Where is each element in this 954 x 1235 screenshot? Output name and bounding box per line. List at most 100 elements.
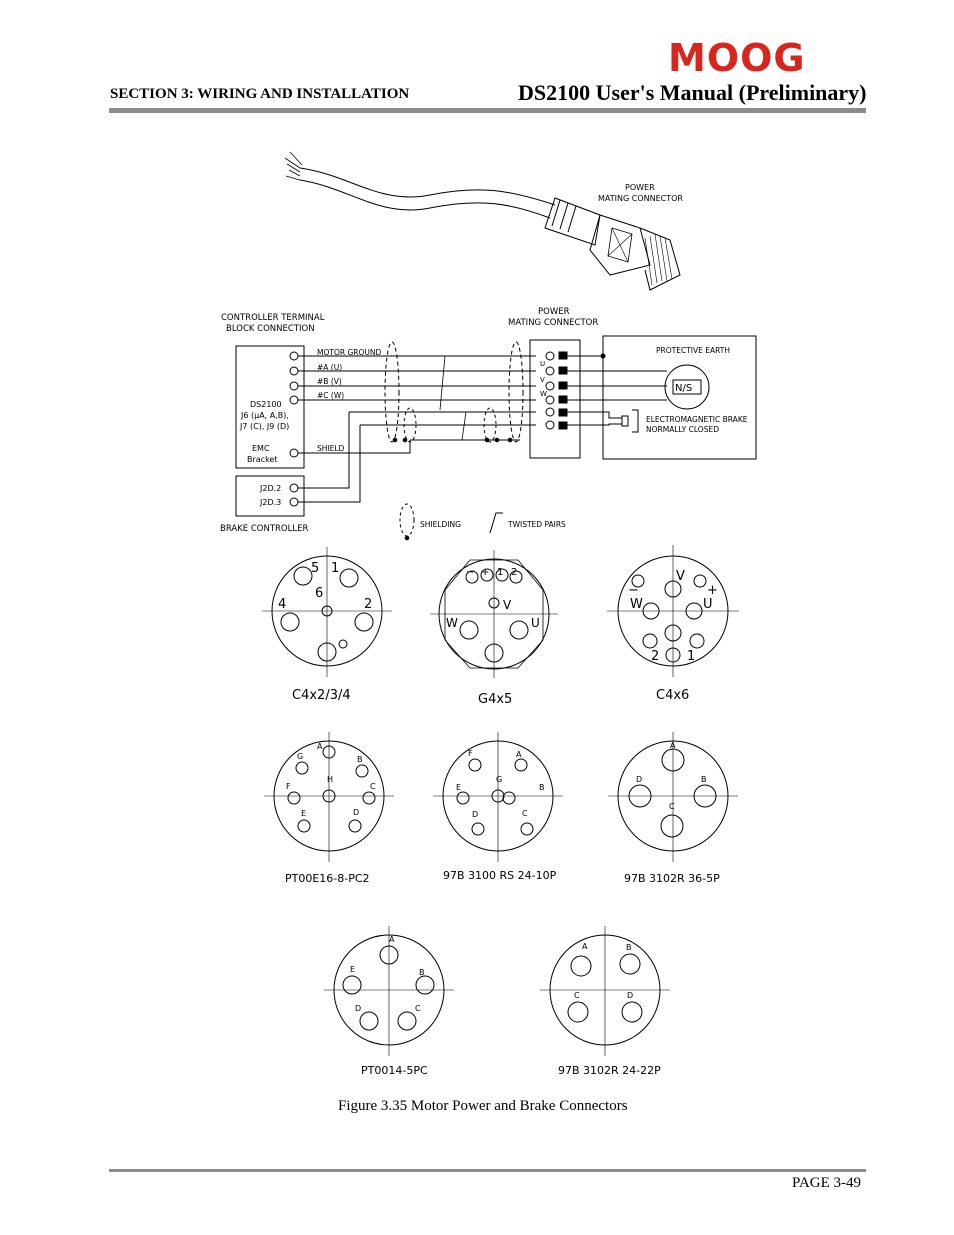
pt00e16-label: PT00E16-8-PC2 bbox=[285, 872, 370, 885]
c4x6-pin-v: V bbox=[676, 569, 685, 584]
pt0014-pin-d: D bbox=[355, 1004, 361, 1013]
signal-motor-ground: MOTOR GROUND bbox=[317, 348, 381, 357]
mating-connector-block bbox=[529, 339, 581, 459]
legend-twisted: TWISTED PAIRS bbox=[507, 520, 566, 529]
g4x5-pin-u: U bbox=[531, 616, 540, 630]
b3100-pin-d: D bbox=[472, 810, 478, 819]
connector-pt00e16: A G B H F C E D bbox=[264, 732, 394, 862]
b3102-36-pin-c: C bbox=[669, 802, 675, 811]
pt00e16-pin-h: H bbox=[327, 775, 333, 784]
b3102-36-pin-d: D bbox=[636, 775, 642, 784]
drive-label-3: J7 (C), J9 (D) bbox=[239, 422, 289, 431]
pt0014-label: PT0014-5PC bbox=[361, 1064, 428, 1077]
cable-label-1: POWER bbox=[625, 183, 655, 192]
connector-b3102-24: A B C D bbox=[540, 926, 670, 1056]
controller-label-2: BLOCK CONNECTION bbox=[226, 324, 315, 334]
pt0014-pin-e: E bbox=[350, 965, 355, 974]
motor-symbol bbox=[664, 364, 710, 410]
controller-label-1: CONTROLLER TERMINAL bbox=[221, 313, 325, 323]
g4x5-pin-2: 2 bbox=[511, 567, 517, 578]
legend-shielding-symbol bbox=[399, 503, 415, 537]
mating-label-2: MATING CONNECTOR bbox=[508, 318, 598, 328]
shield-label: SHIELD bbox=[317, 444, 345, 453]
mating-label-1: POWER bbox=[538, 307, 570, 317]
b3100-pin-g: G bbox=[496, 775, 502, 784]
connector-b3102-36: A D B C bbox=[608, 732, 738, 862]
emc-label-1: EMC bbox=[252, 444, 270, 453]
b3100-pin-c: C bbox=[522, 809, 528, 818]
legend-twisted-symbol bbox=[489, 512, 503, 534]
c4x6-pin-w: W bbox=[630, 597, 643, 612]
c4x234-label: C4x2/3/4 bbox=[292, 688, 351, 703]
b3100-label: 97B 3100 RS 24-10P bbox=[443, 869, 557, 882]
figure-caption: Figure 3.35 Motor Power and Brake Connec… bbox=[338, 1098, 628, 1114]
header-rule bbox=[109, 108, 866, 113]
pin-w-label: W bbox=[540, 390, 547, 398]
pt00e16-pin-a: A bbox=[317, 742, 323, 751]
g4x5-label: G4x5 bbox=[478, 692, 512, 707]
wiring-schematic: CONTROLLER TERMINAL BLOCK CONNECTION POW… bbox=[220, 307, 757, 541]
signal-c: #C (W) bbox=[317, 391, 344, 400]
pt00e16-pin-c: C bbox=[370, 782, 376, 791]
c4x6-label: C4x6 bbox=[656, 688, 689, 703]
b3102-24-pin-d: D bbox=[627, 991, 633, 1000]
pt00e16-pin-f: F bbox=[286, 782, 291, 791]
legend-shielding: SHIELDING bbox=[420, 520, 461, 529]
section-title: SECTION 3: WIRING AND INSTALLATION bbox=[110, 86, 410, 102]
c4x234-pin-1: 1 bbox=[331, 561, 339, 576]
c4x234-pin-2: 2 bbox=[364, 597, 372, 612]
pt0014-pin-b: B bbox=[419, 968, 425, 977]
pt0014-pin-a: A bbox=[389, 935, 395, 944]
moog-logo: MOOG bbox=[668, 36, 806, 80]
c4x234-pin-6: 6 bbox=[315, 586, 323, 601]
manual-title: DS2100 User's Manual (Preliminary) bbox=[518, 80, 867, 105]
connector-b3100: F A G E B D C bbox=[433, 732, 563, 862]
pin-v-label: V bbox=[540, 376, 545, 384]
g4x5-pin-1: 1 bbox=[497, 567, 503, 578]
b3100-pin-f: F bbox=[468, 749, 473, 758]
cable-label-2: MATING CONNECTOR bbox=[598, 194, 683, 203]
emc-label-2: Bracket bbox=[247, 455, 277, 464]
pt00e16-pin-g: G bbox=[297, 752, 303, 761]
motor-box bbox=[602, 335, 757, 460]
b3100-pin-a: A bbox=[516, 750, 522, 759]
b3102-36-pin-b: B bbox=[701, 775, 707, 784]
ds2100-terminal-block bbox=[235, 345, 305, 469]
pin-u-label: U bbox=[540, 360, 545, 368]
c4x6-pin-1: 1 bbox=[687, 649, 695, 664]
c4x234-pin-4: 4 bbox=[278, 597, 286, 612]
c4x6-pin-2: 2 bbox=[651, 649, 659, 664]
brake-label-1: ELECTROMAGNETIC BRAKE bbox=[646, 415, 748, 424]
connector-c4x234: 5 1 6 4 2 C4x2/3/4 bbox=[262, 547, 392, 703]
motor-ns-label: N/S bbox=[675, 383, 692, 394]
g4x5-pin-minus: − bbox=[466, 567, 474, 578]
brake-controller-block bbox=[235, 475, 305, 517]
connector-g4x5: − + 1 2 V W U G4x5 bbox=[430, 550, 558, 707]
drive-label-1: DS2100 bbox=[250, 400, 282, 409]
b3102-36-pin-a: A bbox=[670, 741, 676, 750]
protective-earth-label: PROTECTIVE EARTH bbox=[656, 346, 730, 355]
page-number: PAGE 3-49 bbox=[792, 1175, 862, 1191]
c4x6-pin-u: U bbox=[703, 597, 713, 612]
connector-pt0014: A E B D C bbox=[324, 926, 454, 1056]
pt0014-pin-c: C bbox=[415, 1004, 421, 1013]
pt00e16-pin-e: E bbox=[301, 809, 306, 818]
footer-rule bbox=[109, 1169, 866, 1172]
connector-c4x6: V + − W U 2 1 C4x6 bbox=[607, 545, 739, 703]
b3102-24-pin-a: A bbox=[582, 942, 588, 951]
brake-pin-2: J2D.3 bbox=[259, 498, 281, 507]
g4x5-pin-plus: + bbox=[481, 567, 489, 578]
drive-label-2: J6 (μA, A,B), bbox=[240, 411, 289, 420]
b3102-24-pin-c: C bbox=[574, 991, 580, 1000]
b3100-pin-e: E bbox=[456, 783, 461, 792]
brake-pin-1: J2D.2 bbox=[259, 484, 281, 493]
signal-a: #A (U) bbox=[317, 363, 342, 372]
g4x5-pin-v: V bbox=[503, 598, 512, 612]
power-cable-illustration: POWER MATING CONNECTOR bbox=[284, 151, 683, 291]
brake-label-2: NORMALLY CLOSED bbox=[646, 425, 719, 434]
pt00e16-pin-b: B bbox=[357, 755, 363, 764]
b3102-24-pin-b: B bbox=[626, 943, 632, 952]
g4x5-pin-w: W bbox=[446, 616, 458, 630]
b3102-36-label: 97B 3102R 36-5P bbox=[624, 872, 720, 885]
